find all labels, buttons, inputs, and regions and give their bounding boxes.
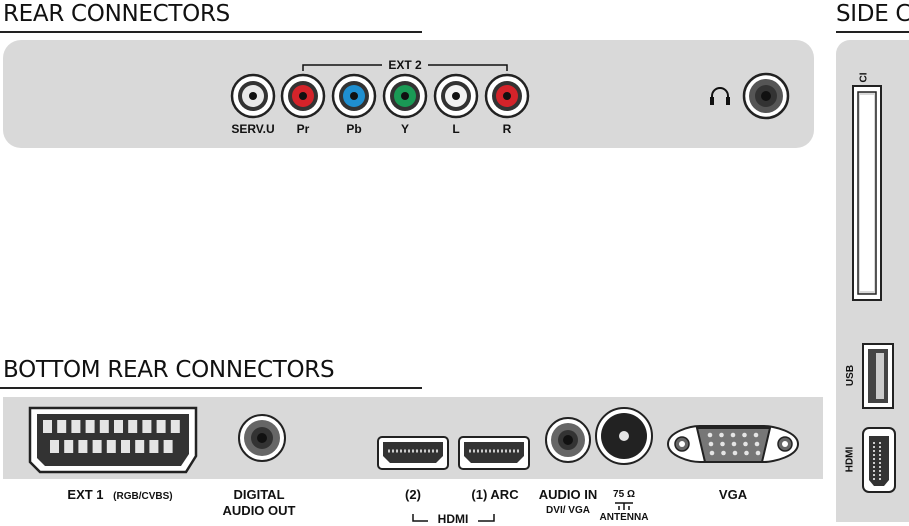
bottom-rear-connectors-title: BOTTOM REAR CONNECTORS [3,357,335,383]
ext1-sub: (RGB/CVBS) [113,491,173,502]
side-hdmi-label: HDMI [844,446,856,473]
ci-label: CI [858,72,870,83]
ext1-label: EXT 1 (RGB/CVBS) [67,488,172,504]
serv-u-label: SERV.U [231,122,275,136]
antenna-ohm-label: 75 Ω [613,489,635,500]
hdmi1-label: (1) ARC [471,487,519,502]
audio-in-label: AUDIO IN [538,487,598,502]
hdmi2-label: (2) [405,487,421,502]
antenna-label: ANTENNA [599,512,649,523]
ext2-label: EXT 2 [388,58,422,72]
side-title-rule [836,31,909,33]
r-label: R [502,122,512,136]
bottom-title-rule [0,387,422,389]
pr-label: Pr [296,122,310,136]
l-label: L [452,122,460,136]
rear-connectors-title: REAR CONNECTORS [3,1,230,27]
vga-label: VGA [718,487,748,502]
usb-label: USB [845,364,857,387]
hdmi-group-label: HDMI [437,512,469,526]
digital-audio-label-2: AUDIO OUT [222,503,296,518]
rear-title-rule [0,31,422,33]
audio-in-sub-label: DVI/ VGA [546,505,590,516]
y-label: Y [400,122,410,136]
ext1-name: EXT 1 [67,487,104,502]
side-connectors-title: SIDE CO [836,1,909,27]
digital-audio-label-1: DIGITAL [233,487,285,502]
pb-label: Pb [346,122,362,136]
bottom-panel [3,397,823,479]
